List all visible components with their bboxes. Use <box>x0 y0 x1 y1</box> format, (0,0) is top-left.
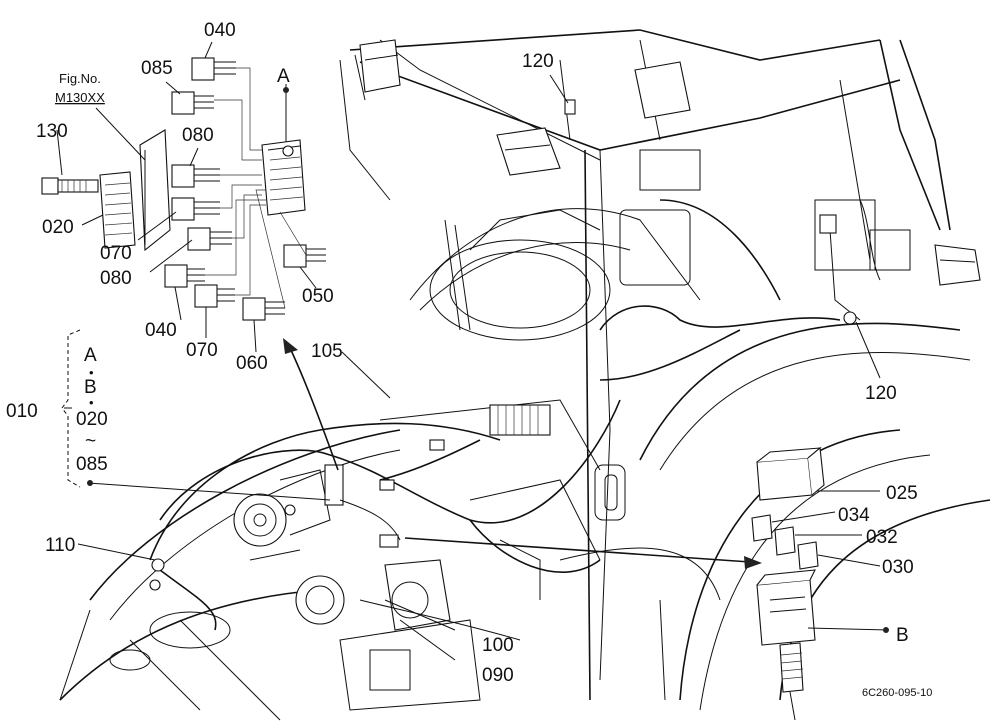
group-010-line1: A <box>84 345 97 366</box>
callout-090: 090 <box>482 665 514 686</box>
callout-085: 085 <box>141 58 173 79</box>
connector-070-low <box>194 284 235 308</box>
group-010-line2: B <box>84 377 97 398</box>
detail-a-connectors <box>41 57 326 321</box>
detail-b-relay <box>751 446 825 721</box>
fig-no-label: Fig.No. <box>59 71 101 86</box>
callout-120-top: 120 <box>522 51 554 72</box>
callout-120-right: 120 <box>865 383 897 404</box>
callout-025: 025 <box>886 483 918 504</box>
callout-130: 130 <box>36 121 68 142</box>
callout-032: 032 <box>866 527 898 548</box>
group-010-dot1: • <box>89 365 94 380</box>
leader-lines <box>56 41 889 661</box>
ref-a-label: A <box>277 66 290 87</box>
callout-050: 050 <box>302 286 334 307</box>
group-010-line4: 085 <box>76 454 108 475</box>
callout-080-top: 080 <box>182 125 214 146</box>
cab-frame <box>59 29 991 721</box>
callout-030: 030 <box>882 557 914 578</box>
callout-100: 100 <box>482 635 514 656</box>
connector-040-low <box>164 264 205 288</box>
callout-070-top: 070 <box>100 243 132 264</box>
connector-080-mid <box>187 227 232 251</box>
callout-034: 034 <box>838 505 870 526</box>
callout-080-mid: 080 <box>100 268 132 289</box>
connector-085 <box>171 91 214 115</box>
callout-105: 105 <box>311 341 343 362</box>
callout-110: 110 <box>45 535 75 556</box>
callout-040-top: 040 <box>204 20 236 41</box>
group-010-tilde: ~ <box>85 431 96 452</box>
callout-020: 020 <box>42 217 74 238</box>
fig-no-value: M130XX <box>55 90 105 105</box>
connector-040-top <box>191 57 236 81</box>
group-010-label: 010 <box>6 401 38 422</box>
callout-060: 060 <box>236 353 268 374</box>
callout-040-low: 040 <box>145 320 177 341</box>
connector-050 <box>283 244 326 268</box>
group-010-dot2: • <box>89 395 94 410</box>
callout-070-low: 070 <box>186 340 218 361</box>
connector-070-top <box>171 197 220 221</box>
group-010-line3: 020 <box>76 409 108 430</box>
connector-060 <box>242 297 285 321</box>
ref-b-label: B <box>896 625 909 646</box>
connector-080-top <box>171 164 220 188</box>
callout-labels: Fig.No. M130XX 040 085 080 130 020 070 0… <box>6 20 932 699</box>
drawing-id: 6C260-095-10 <box>862 687 932 699</box>
